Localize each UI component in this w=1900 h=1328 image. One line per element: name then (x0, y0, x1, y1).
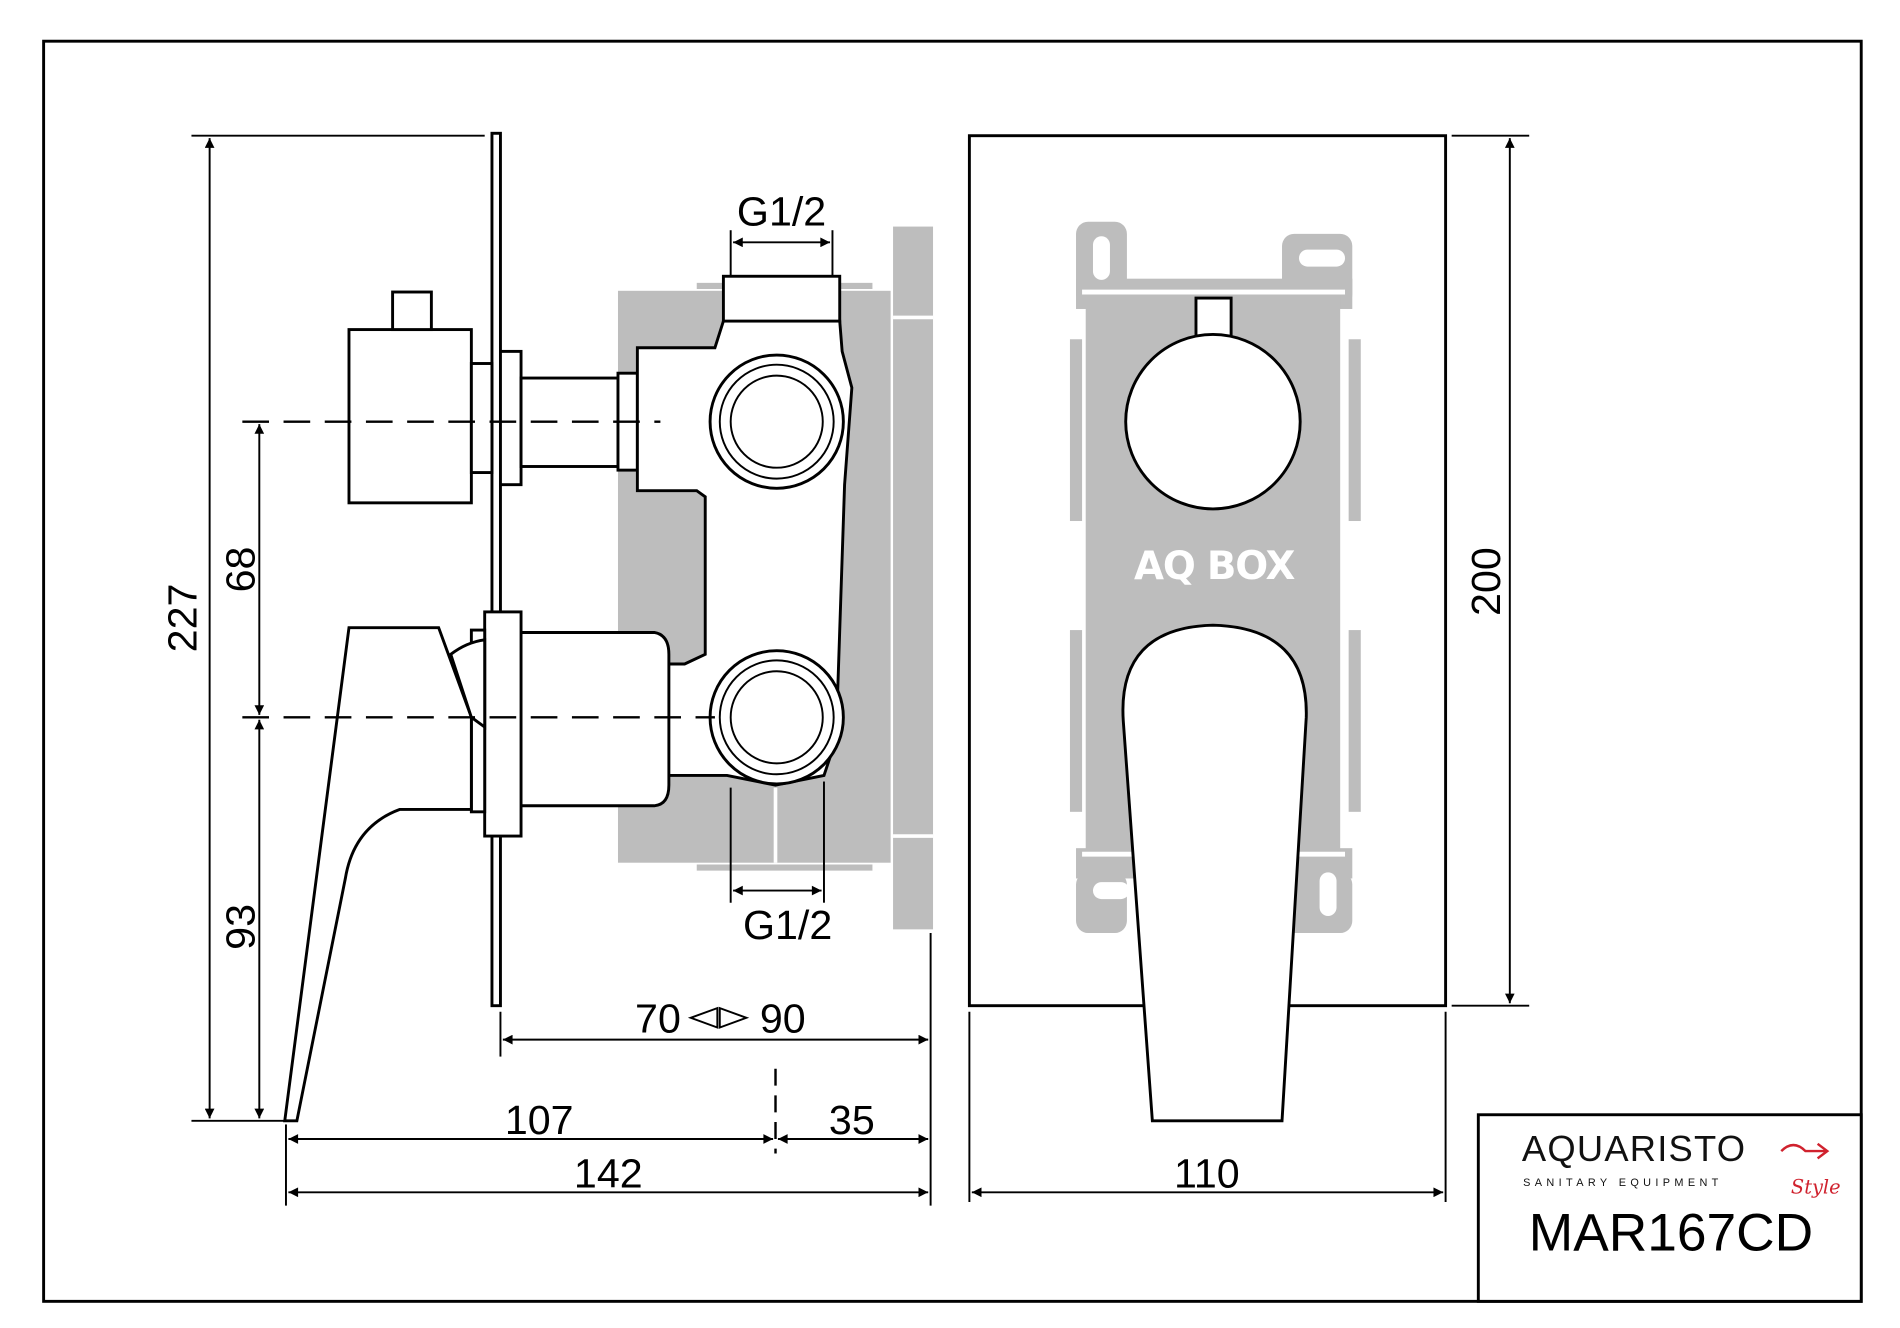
dim-70: 70 (635, 995, 681, 1041)
thread-bottom-label: G1/2 (743, 902, 832, 948)
dim-93: 93 (217, 904, 263, 950)
dim-110: 110 (1174, 1150, 1240, 1196)
brand-style: Style (1791, 1176, 1841, 1199)
top-port (721, 274, 842, 323)
arrow-logo-icon (1780, 1142, 1830, 1160)
dim-35: 35 (829, 1097, 875, 1143)
dim-90: 90 (760, 995, 806, 1041)
dim-107: 107 (505, 1097, 574, 1143)
title-block: AQUARISTO SANITARY EQUIPMENT Style MAR16… (1476, 1113, 1863, 1303)
front-dimensions: 200 110 (968, 134, 1530, 1202)
brand-tagline: SANITARY EQUIPMENT (1523, 1177, 1723, 1189)
side-view (242, 131, 934, 1123)
dim-68: 68 (217, 547, 263, 593)
drawing-frame (42, 39, 1863, 1303)
box-label: AQ BOX (1134, 544, 1296, 589)
dim-200: 200 (1463, 547, 1509, 616)
lever-side (283, 626, 473, 1123)
front-view: AQ BOX (967, 134, 1448, 1123)
side-dimensions: 227 68 93 G1/2 G1/2 70 90 107 35 142 (159, 134, 932, 1206)
diverter-knob (347, 328, 473, 505)
diverter-knob-front (1124, 332, 1302, 511)
dim-227: 227 (159, 584, 205, 653)
range-arrow-icon (687, 1006, 750, 1029)
dim-142: 142 (574, 1150, 643, 1196)
lever-front (1121, 623, 1308, 1123)
model-number: MAR167CD (1529, 1203, 1813, 1262)
thread-top-label: G1/2 (737, 188, 826, 234)
brand-logo: AQUARISTO SANITARY EQUIPMENT Style (1522, 1128, 1841, 1199)
brand-name: AQUARISTO (1522, 1128, 1746, 1169)
